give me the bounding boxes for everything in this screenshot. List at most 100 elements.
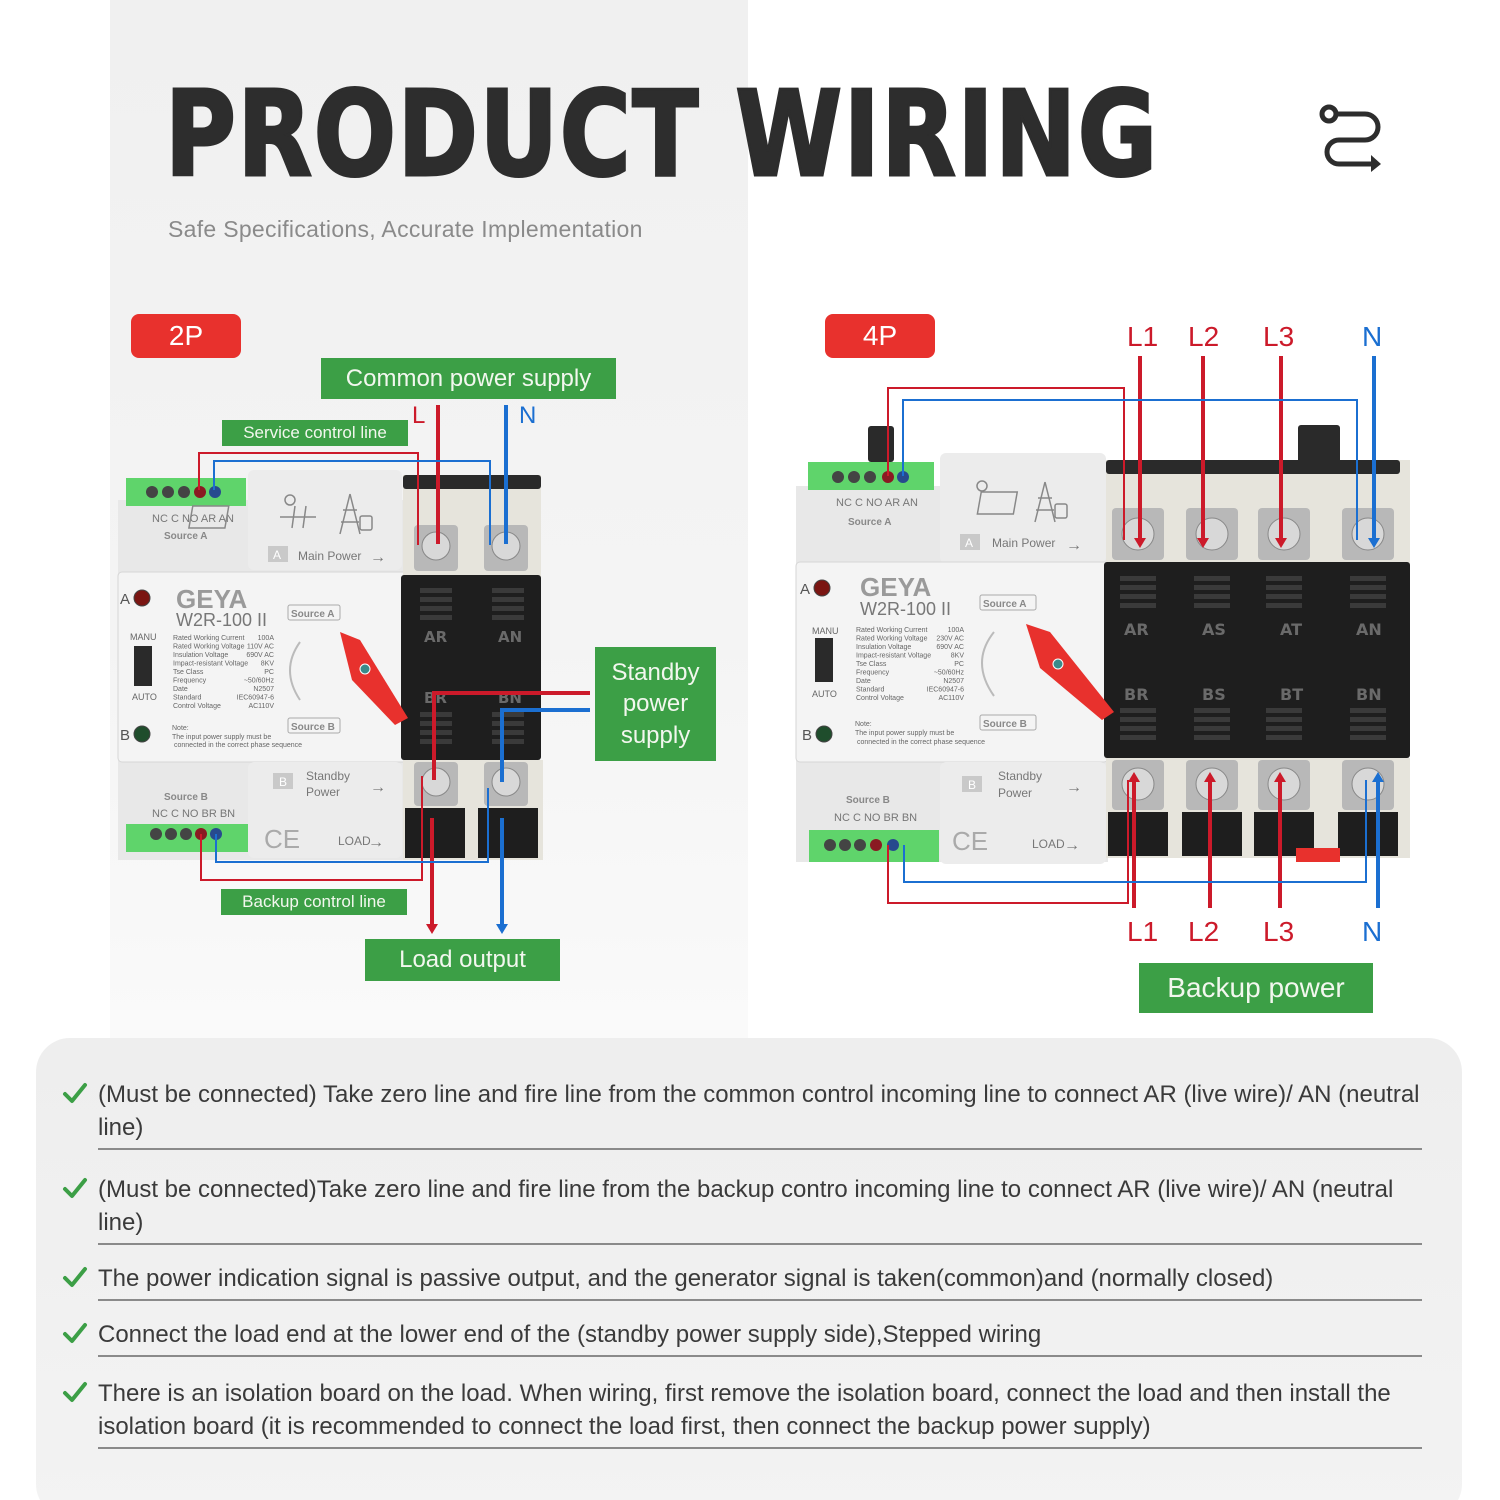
auto-label-2p: AUTO xyxy=(132,692,157,702)
spec-label: Control Voltage xyxy=(856,695,904,702)
mount-clip-right xyxy=(1298,425,1340,465)
standby-label-2-4p: Power xyxy=(998,786,1032,800)
indicator-a-led-2p xyxy=(133,589,151,607)
diagram-2p: AR AN BR BN NC C NO AR AN Source A A Mai… xyxy=(117,405,590,934)
top-wire-label-n: N xyxy=(1362,321,1383,352)
pole-cover-4p xyxy=(1104,562,1410,758)
arrow-right-icon: → xyxy=(1064,837,1080,854)
spec-label: Tse Class xyxy=(173,669,204,676)
mount-clip-left xyxy=(868,426,894,462)
indicator-b-label-2p: B xyxy=(120,727,130,744)
spec-label: Date xyxy=(173,686,188,693)
note-item: (Must be connected) Take zero line and f… xyxy=(62,1078,1422,1150)
transfer-handle-2p[interactable] xyxy=(340,632,408,725)
arrow-icons-4p xyxy=(1128,538,1384,782)
load-label-4p: LOAD xyxy=(1032,837,1065,851)
spec-value: AC110V xyxy=(938,695,964,702)
source-a-terminal-labels-4p: NC C NO AR AN xyxy=(836,497,918,509)
standby-label-1-4p: Standby xyxy=(998,769,1042,783)
spec-value: IEC60947-6 xyxy=(927,687,964,694)
spec-value: ~50/60Hz xyxy=(934,670,965,677)
indicator-b-label-4p: B xyxy=(802,727,812,744)
standby-label-2-2p: Power xyxy=(306,785,340,799)
page-title: PRODUCT WIRING xyxy=(164,65,1159,203)
indicator-a-led-4p xyxy=(813,579,831,597)
spec-label: Rated Working Current xyxy=(173,635,245,642)
top-cover-2p xyxy=(248,470,402,570)
spec-label: Rated Working Voltage xyxy=(856,636,928,643)
note-item: There is an isolation board on the load.… xyxy=(62,1377,1422,1449)
arrow-right-icon: → xyxy=(370,549,386,566)
spec-value: IEC60947-6 xyxy=(237,695,274,702)
note-text: There is an isolation board on the load.… xyxy=(98,1377,1422,1449)
arrow-right-icon: → xyxy=(370,779,386,796)
label-service-control-line: Service control line xyxy=(222,420,408,446)
note-text: (Must be connected) Take zero line and f… xyxy=(98,1078,1422,1150)
indicator-b-led-4p xyxy=(815,725,833,743)
spec-value: 230V AC xyxy=(936,636,964,643)
bottom-wire-label-l3: L3 xyxy=(1263,916,1295,947)
pole-label-ar-4p: AR xyxy=(1124,620,1149,639)
pole-label-at-4p: AT xyxy=(1280,620,1302,639)
spec-label: Impact-resistant Voltage xyxy=(173,661,248,668)
power-tower-icon xyxy=(339,493,373,535)
spec-value: PC xyxy=(954,661,964,668)
solar-panel-icon xyxy=(976,480,1019,515)
spec-value: 8KV xyxy=(261,661,275,668)
main-power-label-2p: Main Power xyxy=(298,549,361,563)
standby-tag-4p: B xyxy=(968,778,976,792)
transfer-handle-4p[interactable] xyxy=(1026,624,1114,720)
note-line-2-2p: connected in the correct phase sequence xyxy=(174,742,302,749)
badge-4p: 4P xyxy=(825,314,935,358)
arrow-right-icon: → xyxy=(1066,537,1082,554)
auto-label-4p: AUTO xyxy=(812,689,837,699)
spec-label: Insulation Voltage xyxy=(173,652,228,659)
spec-label: Frequency xyxy=(856,670,890,677)
spec-value: N2507 xyxy=(253,686,274,693)
bottom-wire-label-n: N xyxy=(1362,916,1383,947)
pole-label-bn-4p: BN xyxy=(1356,685,1382,704)
label-load-output: Load output xyxy=(365,939,560,981)
indicator-a-label-4p: A xyxy=(800,581,810,598)
spec-label: Impact-resistant Voltage xyxy=(856,653,931,660)
label-standby-power-supply: Standby power supply xyxy=(595,647,716,761)
top-wire-label-l1: L1 xyxy=(1127,321,1159,352)
wire-label-neutral: N xyxy=(519,402,537,429)
spec-label: Insulation Voltage xyxy=(856,644,911,651)
isolation-board xyxy=(1296,848,1340,862)
standby-label-1-2p: Standby xyxy=(306,769,350,783)
check-icon xyxy=(63,1083,87,1103)
switch-source-b-2p: Source B xyxy=(291,722,335,733)
spec-value: 110V AC xyxy=(247,644,274,651)
spec-value: 100A xyxy=(258,635,275,642)
mode-switch-2p[interactable] xyxy=(134,646,152,686)
wires-2p xyxy=(430,405,590,928)
source-a-label-2p: Source A xyxy=(164,531,208,542)
spec-value: PC xyxy=(264,669,274,676)
pole-label-as-4p: AS xyxy=(1202,620,1226,639)
source-a-label-4p: Source A xyxy=(848,517,892,528)
top-wire-label-l3: L3 xyxy=(1263,321,1295,352)
brand-logo-4p: GEYA xyxy=(860,572,932,602)
power-tower-icon xyxy=(1034,481,1068,523)
note-title-4p: Note: xyxy=(855,721,872,728)
mode-switch-4p[interactable] xyxy=(815,638,833,682)
arrow-right-icon: → xyxy=(1066,779,1082,796)
bottom-wire-label-l2: L2 xyxy=(1188,916,1220,947)
brand-logo-2p: GEYA xyxy=(176,584,248,614)
label-backup-control-line: Backup control line xyxy=(221,889,407,915)
spec-value: AC110V xyxy=(248,703,274,710)
spec-value: 690V AC xyxy=(936,644,964,651)
manu-label-2p: MANU xyxy=(130,632,157,642)
pole-label-ar: AR xyxy=(424,628,448,646)
source-b-label-2p: Source B xyxy=(164,792,208,803)
load-label-2p: LOAD xyxy=(338,834,371,848)
indicator-a-label-2p: A xyxy=(120,591,130,608)
arrow-right-icon: → xyxy=(368,834,384,851)
label-backup-power: Backup power xyxy=(1139,963,1373,1013)
spec-label: Standard xyxy=(173,695,202,702)
spec-label: Rated Working Current xyxy=(856,627,928,634)
note-item: (Must be connected)Take zero line and fi… xyxy=(62,1173,1422,1245)
source-b-label-4p: Source B xyxy=(846,795,890,806)
